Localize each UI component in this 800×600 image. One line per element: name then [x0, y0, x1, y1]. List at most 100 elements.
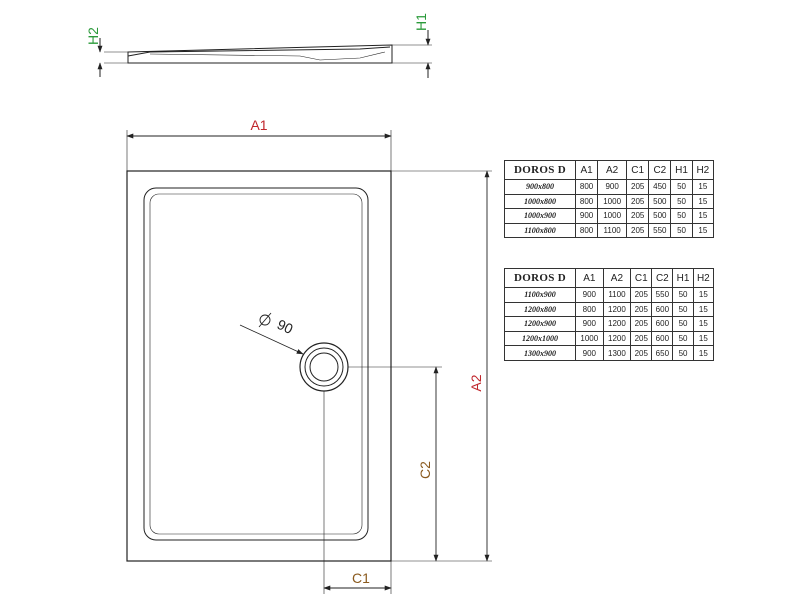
header-a2: A2	[602, 268, 632, 288]
model-header: DOROS D	[504, 160, 576, 180]
cell-c1: 205	[630, 330, 653, 347]
cell-h2: 15	[691, 222, 715, 239]
header-a2: A2	[597, 160, 628, 180]
table-row: 900x800 800 900 205 450 50 15	[504, 179, 715, 195]
a2-label: A2	[468, 374, 484, 391]
cell-c1: 205	[630, 287, 653, 303]
tray-profile-top-edge	[127, 46, 391, 57]
cell-a1: 1000	[575, 330, 604, 347]
cell-c2: 500	[648, 193, 672, 210]
model-size: 1000x800	[504, 193, 576, 210]
h1-label: H1	[413, 13, 429, 31]
cell-a2: 1100	[602, 287, 632, 303]
cell-c2: 550	[648, 222, 672, 239]
cell-c2: 450	[648, 179, 672, 195]
header-a1: A1	[574, 160, 599, 180]
header-c2: C2	[651, 268, 674, 288]
cell-c1: 205	[626, 222, 650, 239]
spec-table-2: DOROS D A1 A2 C1 C2 H1 H2 1100x900 900 1…	[504, 268, 715, 361]
cell-a2: 1200	[602, 301, 632, 318]
cell-h1: 50	[672, 345, 694, 361]
table-row: 1200x800 800 1200 205 600 50 15	[504, 301, 715, 318]
model-header: DOROS D	[504, 268, 576, 288]
c1-label: C1	[352, 570, 370, 586]
cell-h2: 15	[691, 179, 715, 195]
cell-h1: 50	[670, 222, 693, 239]
cell-c1: 205	[626, 193, 650, 210]
cell-h2: 15	[691, 193, 715, 210]
cell-h2: 15	[692, 330, 715, 347]
cell-a2: 1200	[602, 316, 632, 332]
diameter-symbol	[259, 314, 271, 326]
drain-inner	[309, 352, 339, 382]
drain-outer	[299, 342, 349, 392]
cell-a1: 800	[574, 193, 599, 210]
cell-c2: 650	[651, 345, 674, 361]
header-h2: H2	[692, 268, 715, 288]
cell-h1: 50	[670, 193, 693, 210]
cell-a1: 800	[574, 222, 599, 239]
cell-a2: 1200	[602, 330, 632, 347]
tray-profile-basin	[149, 51, 386, 61]
header-h1: H1	[670, 160, 693, 180]
cell-c2: 500	[648, 208, 672, 224]
cell-c1: 205	[626, 179, 650, 195]
plan-view	[126, 130, 492, 594]
table-row: 1200x1000 1000 1200 205 600 50 15	[504, 330, 715, 347]
tray-basin-outline	[143, 187, 369, 541]
table-row: 1000x900 900 1000 205 500 50 15	[504, 208, 715, 224]
cell-h1: 50	[670, 179, 693, 195]
cell-h1: 50	[672, 287, 694, 303]
cell-a2: 1000	[597, 193, 628, 210]
c2-label: C2	[417, 461, 433, 479]
cell-a1: 800	[575, 301, 604, 318]
cell-c2: 600	[651, 301, 674, 318]
cell-a2: 1100	[597, 222, 628, 239]
model-size: 1100x800	[504, 222, 576, 239]
header-h2: H2	[691, 160, 715, 180]
model-size: 1100x900	[504, 287, 576, 303]
table-row: 1200x900 900 1200 205 600 50 15	[504, 316, 715, 332]
table-row: 1100x800 800 1100 205 550 50 15	[504, 222, 715, 239]
table-row: 1100x900 900 1100 205 550 50 15	[504, 287, 715, 303]
tray-outer-outline	[126, 170, 392, 562]
cell-c2: 550	[651, 287, 674, 303]
table-header-row: DOROS D A1 A2 C1 C2 H1 H2	[504, 268, 715, 288]
cell-h1: 50	[670, 208, 693, 224]
cell-c2: 600	[651, 330, 674, 347]
table-row: 1300x900 900 1300 205 650 50 15	[504, 345, 715, 361]
cell-a2: 1000	[597, 208, 628, 224]
side-profile-view	[97, 30, 432, 78]
cell-c1: 205	[630, 345, 653, 361]
cell-a1: 900	[575, 345, 604, 361]
cell-h2: 15	[691, 208, 715, 224]
cell-h1: 50	[672, 301, 694, 318]
cell-a1: 900	[575, 287, 604, 303]
cell-h2: 15	[692, 287, 715, 303]
table-header-row: DOROS D A1 A2 C1 C2 H1 H2	[504, 160, 715, 180]
header-c1: C1	[630, 268, 653, 288]
drain-diameter-label: 90	[275, 316, 296, 337]
header-c1: C1	[626, 160, 650, 180]
h2-label: H2	[85, 27, 101, 45]
header-a1: A1	[575, 268, 604, 288]
cell-c1: 205	[630, 316, 653, 332]
cell-a1: 900	[575, 316, 604, 332]
tray-basin-inner-outline	[149, 193, 363, 535]
header-c2: C2	[648, 160, 672, 180]
a1-label: A1	[250, 117, 267, 133]
cell-h2: 15	[692, 316, 715, 332]
model-size: 1000x900	[504, 208, 576, 224]
cell-a1: 800	[574, 179, 599, 195]
header-h1: H1	[672, 268, 694, 288]
cell-c1: 205	[630, 301, 653, 318]
model-size: 1200x900	[504, 316, 576, 332]
model-size: 1200x800	[504, 301, 576, 318]
table-row: 1000x800 800 1000 205 500 50 15	[504, 193, 715, 210]
cell-c1: 205	[626, 208, 650, 224]
drain-ring	[304, 347, 344, 387]
cell-a1: 900	[574, 208, 599, 224]
cell-a2: 1300	[602, 345, 632, 361]
cell-a2: 900	[597, 179, 628, 195]
